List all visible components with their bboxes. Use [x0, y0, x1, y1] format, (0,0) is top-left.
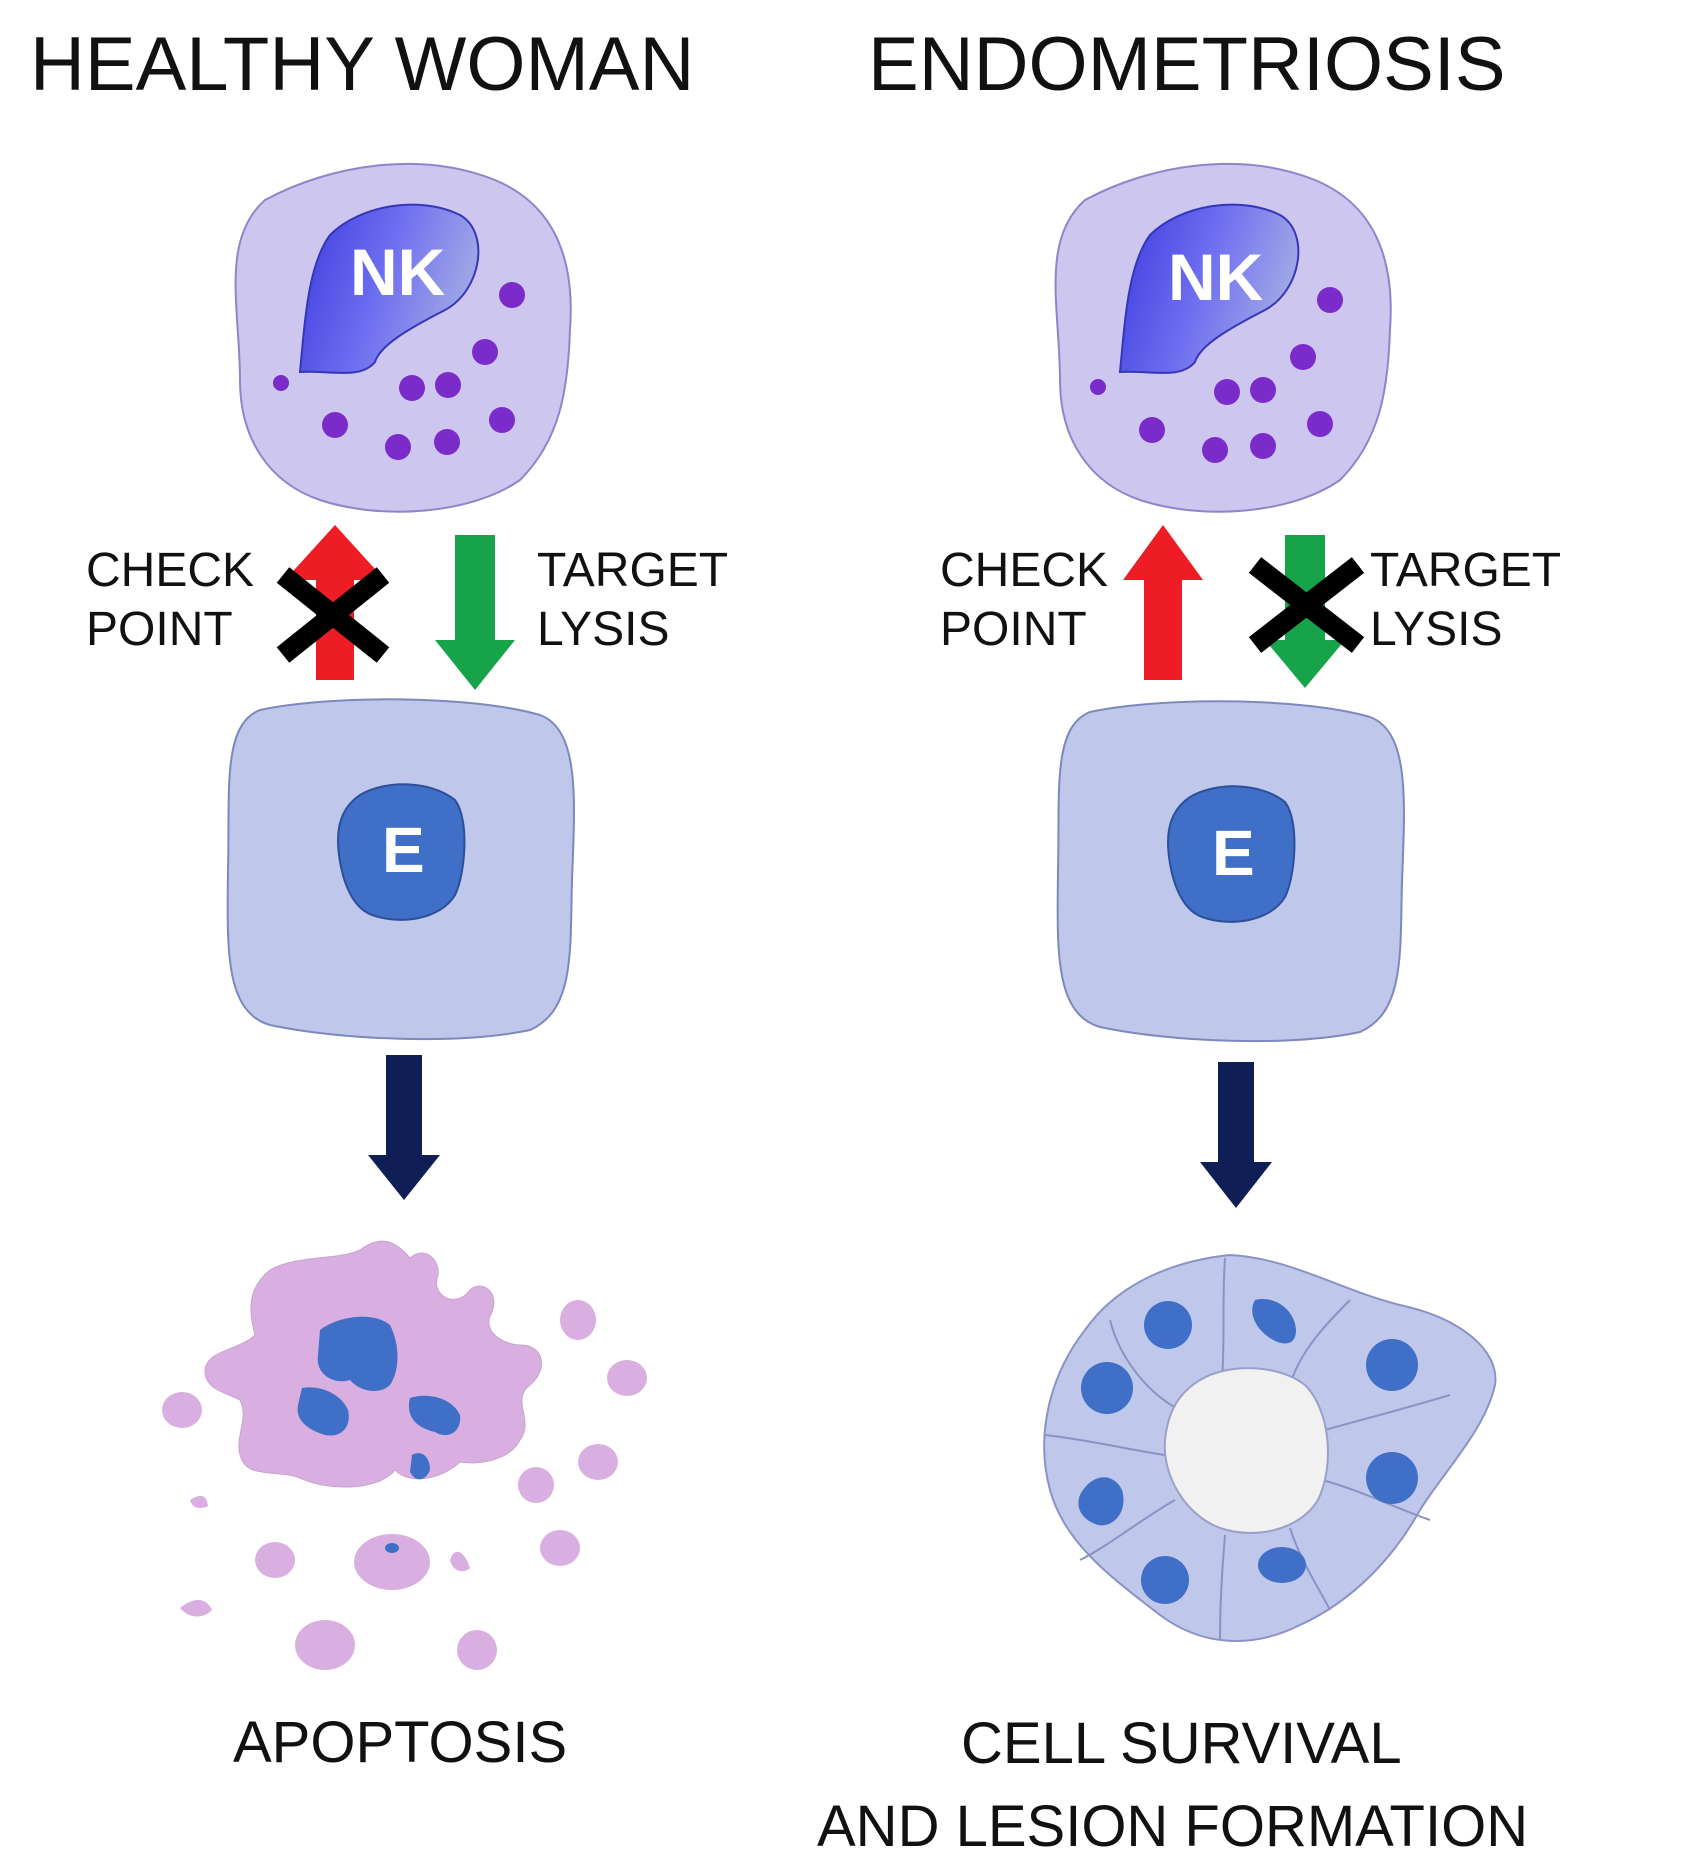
nk-cell-body	[1054, 162, 1392, 513]
cytotoxic-granules	[273, 282, 525, 460]
granule	[1317, 287, 1343, 313]
panel-endometriosis: ENDOMETRIOSIS NK CHECK POINT	[817, 22, 1561, 1859]
apoptotic-body	[578, 1444, 618, 1480]
nk-cell-endometriosis: NK	[1054, 162, 1392, 513]
apoptotic-body	[354, 1534, 430, 1590]
x-mark-icon	[1248, 557, 1365, 653]
checkpoint-label-line2: POINT	[86, 603, 233, 656]
outcome-arrow-icon	[368, 1055, 440, 1200]
checkpoint-arrow-icon	[1123, 525, 1203, 680]
fragmented-nucleus	[410, 1453, 430, 1480]
granule	[499, 282, 525, 308]
lesion-nucleus	[1144, 1301, 1192, 1349]
apoptotic-body	[560, 1300, 596, 1340]
outcome-label-healthy: APOPTOSIS	[233, 1710, 567, 1775]
endometrial-nucleus	[336, 783, 466, 921]
checkpoint-label-line1: CHECK	[940, 544, 1108, 597]
target-lysis-label-line2: LYSIS	[1370, 603, 1503, 656]
lesion-lumen	[1163, 1367, 1329, 1534]
fragmented-nucleus	[408, 1395, 461, 1436]
panel-healthy: HEALTHY WOMAN NK CHECK POINT	[30, 22, 728, 1775]
fragmented-nucleus	[317, 1316, 398, 1392]
granule	[1090, 379, 1106, 395]
granule	[1250, 433, 1276, 459]
granule	[434, 429, 460, 455]
granule	[1290, 344, 1316, 370]
apoptotic-body	[162, 1392, 202, 1428]
nk-label: NK	[350, 235, 446, 309]
nk-cell-body	[234, 162, 572, 513]
cytotoxic-granules	[1090, 287, 1343, 463]
apoptotic-body	[450, 1551, 470, 1572]
outcome-label-endometriosis-line2: AND LESION FORMATION	[817, 1794, 1528, 1859]
target-lysis-label-line1: TARGET	[1370, 544, 1561, 597]
granule	[1202, 437, 1228, 463]
fragmented-nucleus	[297, 1387, 349, 1436]
lesion-nucleus	[1366, 1339, 1418, 1391]
granule	[472, 339, 498, 365]
panel-title-healthy: HEALTHY WOMAN	[30, 22, 694, 107]
granule	[435, 372, 461, 398]
lesion-nucleus	[1252, 1299, 1296, 1344]
lesion-nucleus	[1141, 1556, 1189, 1604]
granule	[489, 407, 515, 433]
endometrial-label: E	[1212, 817, 1255, 889]
apoptotic-body	[190, 1495, 208, 1508]
fragmented-nucleus	[385, 1543, 399, 1553]
lesion-nucleus	[1366, 1452, 1418, 1504]
panel-title-endometriosis: ENDOMETRIOSIS	[868, 22, 1506, 107]
nk-label: NK	[1168, 240, 1264, 314]
apoptotic-cell-fragments	[162, 1240, 647, 1670]
apoptotic-body	[607, 1360, 647, 1396]
x-mark-icon	[276, 567, 390, 663]
endometrial-label: E	[382, 814, 425, 886]
granule	[1214, 379, 1240, 405]
checkpoint-label-line2: POINT	[940, 603, 1087, 656]
lesion-nucleus	[1081, 1362, 1133, 1414]
granule	[1250, 377, 1276, 403]
lesion-nucleus	[1078, 1477, 1124, 1526]
apoptotic-body	[518, 1467, 554, 1503]
granule	[385, 434, 411, 460]
nk-nucleus	[298, 203, 480, 374]
apoptotic-body	[255, 1542, 295, 1578]
apoptotic-body	[180, 1600, 212, 1617]
outcome-label-endometriosis-line1: CELL SURVIVAL	[961, 1711, 1402, 1776]
granule	[399, 375, 425, 401]
granule	[1307, 411, 1333, 437]
checkpoint-label-line1: CHECK	[86, 544, 254, 597]
granule	[322, 412, 348, 438]
endometrial-cell-healthy: E	[226, 698, 575, 1041]
target-lysis-label-line1: TARGET	[537, 544, 728, 597]
nk-cell-healthy: NK	[234, 162, 572, 513]
cell-borders	[1044, 1257, 1451, 1641]
apoptotic-body	[540, 1530, 580, 1566]
lesion-nuclei	[1078, 1299, 1418, 1604]
granule	[1139, 417, 1165, 443]
target-lysis-label-line2: LYSIS	[537, 603, 670, 656]
apoptotic-body	[295, 1620, 355, 1670]
endometrial-cell-endometriosis: E	[1056, 700, 1405, 1043]
endometriotic-lesion	[1043, 1253, 1497, 1642]
granule	[273, 375, 289, 391]
apoptotic-body	[457, 1630, 497, 1670]
outcome-arrow-icon	[1200, 1062, 1272, 1208]
lesion-nucleus	[1258, 1547, 1306, 1583]
target-lysis-arrow-icon	[435, 535, 515, 690]
endometrial-nucleus	[1166, 785, 1296, 923]
nk-nucleus	[1118, 203, 1300, 374]
